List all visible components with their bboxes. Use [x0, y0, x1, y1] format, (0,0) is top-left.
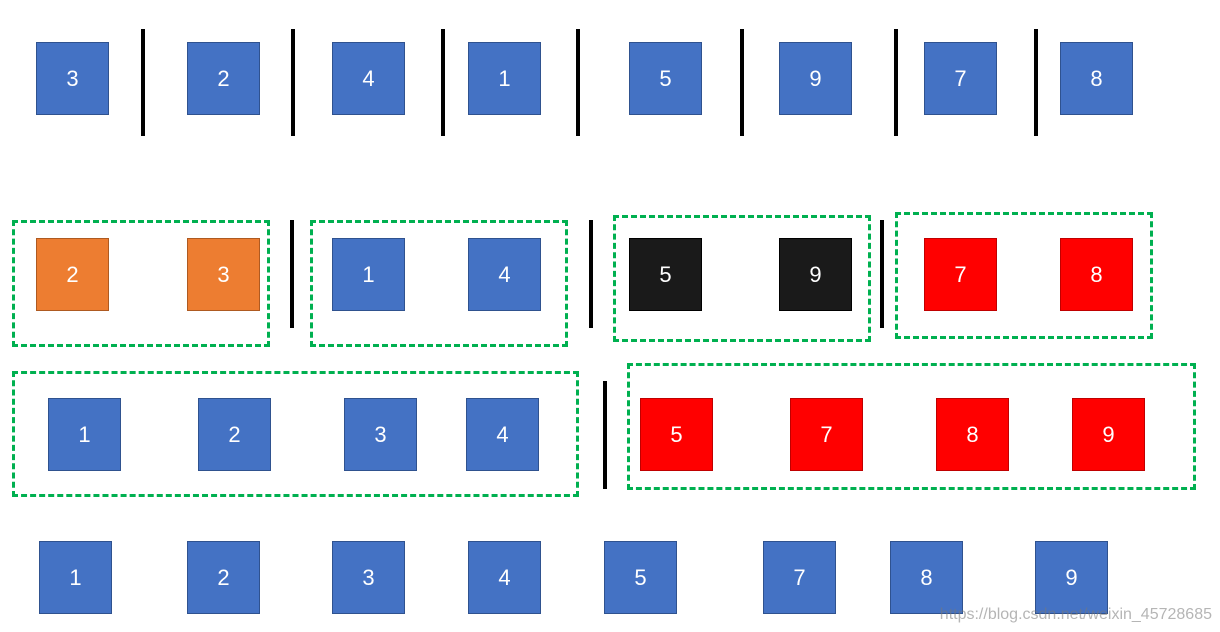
row1-box-4: 1 — [468, 42, 541, 115]
row4-box-6: 7 — [763, 541, 836, 614]
row2-box-1: 2 — [36, 238, 109, 311]
row2-group-4 — [895, 212, 1153, 339]
row1-separator-5 — [740, 29, 744, 136]
row3-box-1: 1 — [48, 398, 121, 471]
row1-box-6: 9 — [779, 42, 852, 115]
row3-group-1 — [12, 371, 579, 497]
row4-box-3: 3 — [332, 541, 405, 614]
row1-separator-1 — [141, 29, 145, 136]
row1-box-2: 2 — [187, 42, 260, 115]
row2-box-3: 1 — [332, 238, 405, 311]
row4-box-2: 2 — [187, 541, 260, 614]
row1-box-1: 3 — [36, 42, 109, 115]
row1-separator-6 — [894, 29, 898, 136]
row2-box-6: 9 — [779, 238, 852, 311]
row2-group-1 — [12, 220, 270, 347]
watermark-text: https://blog.csdn.net/weixin_45728685 — [939, 606, 1212, 623]
row1-box-8: 8 — [1060, 42, 1133, 115]
row3-separator-1 — [603, 381, 607, 489]
row4-box-8: 9 — [1035, 541, 1108, 614]
row3-group-2 — [627, 363, 1196, 490]
row2-separator-2 — [589, 220, 593, 328]
row2-group-3 — [613, 215, 871, 342]
row2-group-2 — [310, 220, 568, 347]
row3-box-7: 8 — [936, 398, 1009, 471]
row4-box-1: 1 — [39, 541, 112, 614]
row1-separator-4 — [576, 29, 580, 136]
row3-box-2: 2 — [198, 398, 271, 471]
row2-box-2: 3 — [187, 238, 260, 311]
row1-box-3: 4 — [332, 42, 405, 115]
row2-box-4: 4 — [468, 238, 541, 311]
row2-separator-1 — [290, 220, 294, 328]
row3-box-5: 5 — [640, 398, 713, 471]
row1-separator-7 — [1034, 29, 1038, 136]
row1-box-5: 5 — [629, 42, 702, 115]
row2-box-5: 5 — [629, 238, 702, 311]
row1-box-7: 7 — [924, 42, 997, 115]
row1-separator-3 — [441, 29, 445, 136]
row3-box-6: 7 — [790, 398, 863, 471]
row4-box-5: 5 — [604, 541, 677, 614]
row4-box-7: 8 — [890, 541, 963, 614]
row4-box-4: 4 — [468, 541, 541, 614]
row2-separator-3 — [880, 220, 884, 328]
row2-box-8: 8 — [1060, 238, 1133, 311]
row3-box-8: 9 — [1072, 398, 1145, 471]
row1-separator-2 — [291, 29, 295, 136]
row2-box-7: 7 — [924, 238, 997, 311]
row3-box-3: 3 — [344, 398, 417, 471]
row3-box-4: 4 — [466, 398, 539, 471]
